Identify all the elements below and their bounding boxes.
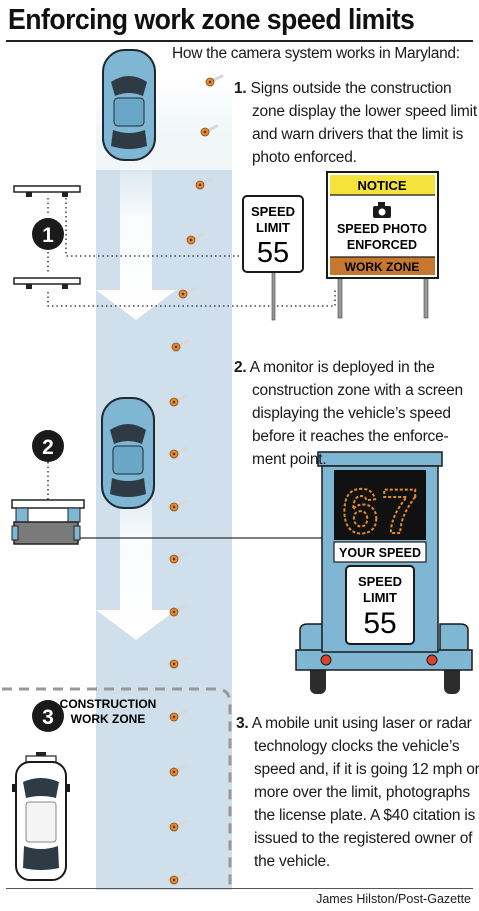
svg-text:55: 55 xyxy=(257,237,289,269)
svg-text:2: 2 xyxy=(42,436,54,459)
step-2-text: 2. A monitor is deployed in the construc… xyxy=(234,359,463,468)
speed-limit-sign: SPEED LIMIT 55 xyxy=(242,195,304,321)
svg-text:YOUR SPEED: YOUR SPEED xyxy=(339,546,421,560)
speed-readout: 67 xyxy=(340,478,419,553)
svg-text:SPEED PHOTO: SPEED PHOTO xyxy=(337,222,427,236)
car-icon xyxy=(102,49,156,161)
arrow-icon xyxy=(96,470,176,640)
connector-lines xyxy=(47,198,336,307)
mobile-unit-icon xyxy=(12,752,70,881)
roadside-sensor xyxy=(11,499,85,545)
speed-monitor-trailer: 67 YOUR SPEED SPEED LIMIT 55 xyxy=(295,451,473,694)
zone-label-line1: CONSTRUCTION xyxy=(60,697,157,711)
title-rule xyxy=(6,40,473,42)
page-title: Enforcing work zone speed limits xyxy=(8,4,415,36)
step-1-text: 1. Signs outside the construction zone d… xyxy=(234,80,477,166)
svg-text:NOTICE: NOTICE xyxy=(357,178,406,193)
car-icon xyxy=(101,397,155,509)
svg-text:55: 55 xyxy=(363,607,396,640)
step-marker-2: 2 xyxy=(32,430,64,462)
svg-text:LIMIT: LIMIT xyxy=(256,220,290,235)
step-3-text: 3. A mobile unit using laser or radar te… xyxy=(236,715,479,870)
sensor-bar xyxy=(13,185,81,289)
svg-text:SPEED: SPEED xyxy=(251,204,295,219)
step-marker-1: 1 xyxy=(32,218,64,250)
notice-sign: NOTICE SPEED PHOTO ENFORCED WORK ZONE xyxy=(326,171,439,319)
footer-rule xyxy=(6,888,473,889)
arrow-icon xyxy=(96,150,176,320)
camera-icon xyxy=(373,202,391,218)
svg-text:ENFORCED: ENFORCED xyxy=(347,238,417,252)
zone-boundary xyxy=(2,687,232,890)
svg-text:LIMIT: LIMIT xyxy=(363,590,397,605)
svg-text:SPEED: SPEED xyxy=(358,574,402,589)
svg-text:3: 3 xyxy=(42,706,54,729)
svg-text:1: 1 xyxy=(42,224,54,247)
credit-line: James Hilston/Post-Gazette xyxy=(316,892,471,906)
intro-text: How the camera system works in Maryland: xyxy=(172,45,460,62)
zone-label-line2: WORK ZONE xyxy=(71,712,146,726)
svg-text:WORK ZONE: WORK ZONE xyxy=(345,260,420,274)
step-marker-3: 3 xyxy=(32,700,64,732)
